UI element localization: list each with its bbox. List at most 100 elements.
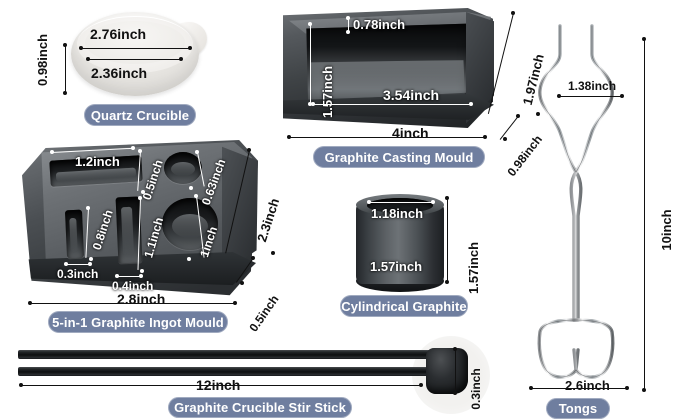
casting-outer-height-dot-bottom — [536, 112, 540, 116]
stir-stick-illustration — [18, 336, 490, 414]
tongs-jaw-width-rule — [559, 96, 622, 98]
ingot-thickness-dot-top — [251, 256, 255, 260]
ingot-slot-left-width-dot-right — [88, 262, 92, 267]
casting-cavity-length-dot-right — [469, 102, 473, 107]
crucible-height-label: 0.98inch — [35, 33, 50, 87]
caption-tongs: Tongs — [546, 398, 610, 419]
ingot-circle-small-dot-bottom — [189, 186, 193, 190]
casting-depth-dot-top — [346, 16, 351, 20]
casting-outer-height-dot-top — [511, 11, 515, 15]
stir-stick-length-dot-left — [19, 383, 23, 388]
crucible-outer-diameter-label: 2.76inch — [90, 26, 147, 42]
cylindrical-graphite-illustration — [348, 192, 458, 292]
ingot-bar-width-dot-bottom — [141, 190, 145, 194]
cylinder-bore — [367, 198, 433, 213]
stir-stick-length-dot-right — [419, 383, 423, 388]
ingot-width-dot-right — [233, 301, 237, 306]
caption-quartz-crucible: Quartz Crucible — [84, 104, 196, 126]
ingot-bar-length-dot-left — [50, 150, 54, 155]
cavity-circle-small-gloss — [171, 162, 195, 176]
cylinder-inner-diameter-label: 1.18inch — [371, 206, 424, 221]
cylinder-outer-diameter-label: 1.57inch — [370, 259, 423, 274]
casting-outer-depth-dot-top — [516, 114, 520, 118]
casting-depth-rule — [348, 18, 350, 32]
caption-graphite-casting-mould: Graphite Casting Mould — [313, 146, 485, 168]
casting-outer-depth-dot-bottom — [503, 137, 507, 141]
ingot-slot-left-width-label: 0.3inch — [57, 267, 99, 281]
casting-depth-dot-bottom — [346, 30, 351, 34]
ingot-mould-right-face — [222, 146, 258, 273]
casting-outer-length-dot-left — [287, 135, 291, 140]
crucible-outer-dot-right — [188, 46, 192, 51]
crucible-height-rule — [65, 45, 67, 93]
tongs-handle-width-rule — [531, 388, 627, 390]
ingot-slot-middle-width-rule — [117, 276, 141, 278]
ingot-bar-length-dot-right — [131, 146, 135, 150]
crucible-height-dot-bottom — [63, 91, 68, 95]
casting-cavity-width-rule — [310, 24, 312, 104]
ingot-slot-middle-width-label: 0.4inch — [112, 279, 154, 293]
ingot-circle-large-dot-top — [194, 194, 199, 198]
casting-outer-length-label: 4inch — [392, 125, 429, 141]
ingot-width-rule — [30, 303, 235, 305]
casting-outer-length-rule — [289, 137, 485, 139]
casting-mould-cavity-floor — [310, 60, 465, 99]
cylinder-height-dot-top — [445, 196, 450, 200]
cylinder-inner-diameter-rule — [369, 202, 433, 204]
stir-stick-rod-upper — [18, 350, 438, 359]
tongs-jaw-dot-left — [557, 94, 561, 99]
cylinder-height-dot-bottom — [445, 280, 450, 284]
ingot-depth-dot-top — [247, 148, 251, 152]
tongs-handle-dot-right — [625, 386, 629, 391]
cylinder-inner-dot-right — [431, 200, 435, 205]
stir-stick-diameter-rule — [455, 349, 457, 393]
crucible-inner-diameter-rule — [88, 59, 181, 61]
casting-depth-label: 0.78inch — [353, 17, 406, 32]
tongs-handle-dot-left — [529, 386, 533, 391]
ingot-slot-left-length-dot-top — [86, 206, 91, 210]
ingot-slot-middle-width-dot-left — [115, 274, 119, 279]
tongs-jaw-width-label: 1.38inch — [568, 79, 617, 93]
stir-stick-diameter-dot-bottom — [453, 391, 458, 395]
tongs-length-dot-top — [642, 37, 647, 41]
ingot-slot-left-width-dot-left — [64, 262, 68, 267]
cylinder-inner-dot-left — [367, 200, 371, 205]
caption-cylindrical-graphite: Cylindrical Graphite — [340, 295, 468, 317]
ingot-slot-middle-length-dot-bottom — [140, 269, 144, 273]
crucible-inner-dot-left — [86, 57, 90, 62]
tongs-handle-width-label: 2.6inch — [562, 379, 613, 392]
stir-stick-tip — [426, 348, 468, 394]
crucible-inner-diameter-label: 2.36inch — [91, 65, 148, 81]
ingot-width-dot-left — [28, 301, 32, 306]
ingot-width-label: 2.8inch — [117, 291, 166, 307]
tongs-jaw-dot-right — [620, 94, 624, 99]
cavity-slot-middle-gloss — [120, 206, 135, 256]
tongs-illustration — [537, 24, 615, 379]
casting-cavity-width-dot-top — [308, 22, 313, 26]
ingot-slot-middle-width-dot-right — [139, 274, 143, 279]
stir-stick-rod-lower — [18, 367, 438, 376]
ingot-slot-middle-length-dot-top — [138, 196, 143, 200]
ingot-bar-width-dot-top — [138, 149, 143, 153]
tongs-length-label: 10inch — [659, 209, 674, 251]
stir-stick-length-rule — [21, 385, 421, 387]
ingot-thickness-dot-bottom — [240, 281, 244, 285]
cylinder-height-rule — [447, 198, 449, 282]
casting-cavity-length-dot-left — [311, 102, 315, 107]
casting-cavity-width-dot-bottom — [308, 102, 313, 106]
ingot-slot-left-length-dot-bottom — [89, 257, 93, 261]
tongs-length-rule — [644, 39, 646, 390]
ingot-slot-left-width-rule — [66, 264, 90, 266]
tongs-length-dot-bottom — [642, 388, 647, 392]
crucible-inner-dot-right — [179, 57, 183, 62]
quartz-crucible-illustration — [63, 8, 213, 100]
ingot-bar-length-label: 1.2inch — [75, 154, 120, 169]
ingot-circle-large-dot-bottom — [187, 257, 191, 261]
cylinder-height-label: 1.57inch — [466, 241, 481, 295]
crucible-outer-dot-left — [79, 46, 83, 51]
casting-cavity-length-label: 3.54inch — [383, 87, 440, 103]
stir-stick-diameter-label: 0.3inch — [469, 368, 483, 410]
crucible-inner-basin — [85, 21, 185, 64]
caption-stir-stick: Graphite Crucible Stir Stick — [168, 397, 352, 418]
